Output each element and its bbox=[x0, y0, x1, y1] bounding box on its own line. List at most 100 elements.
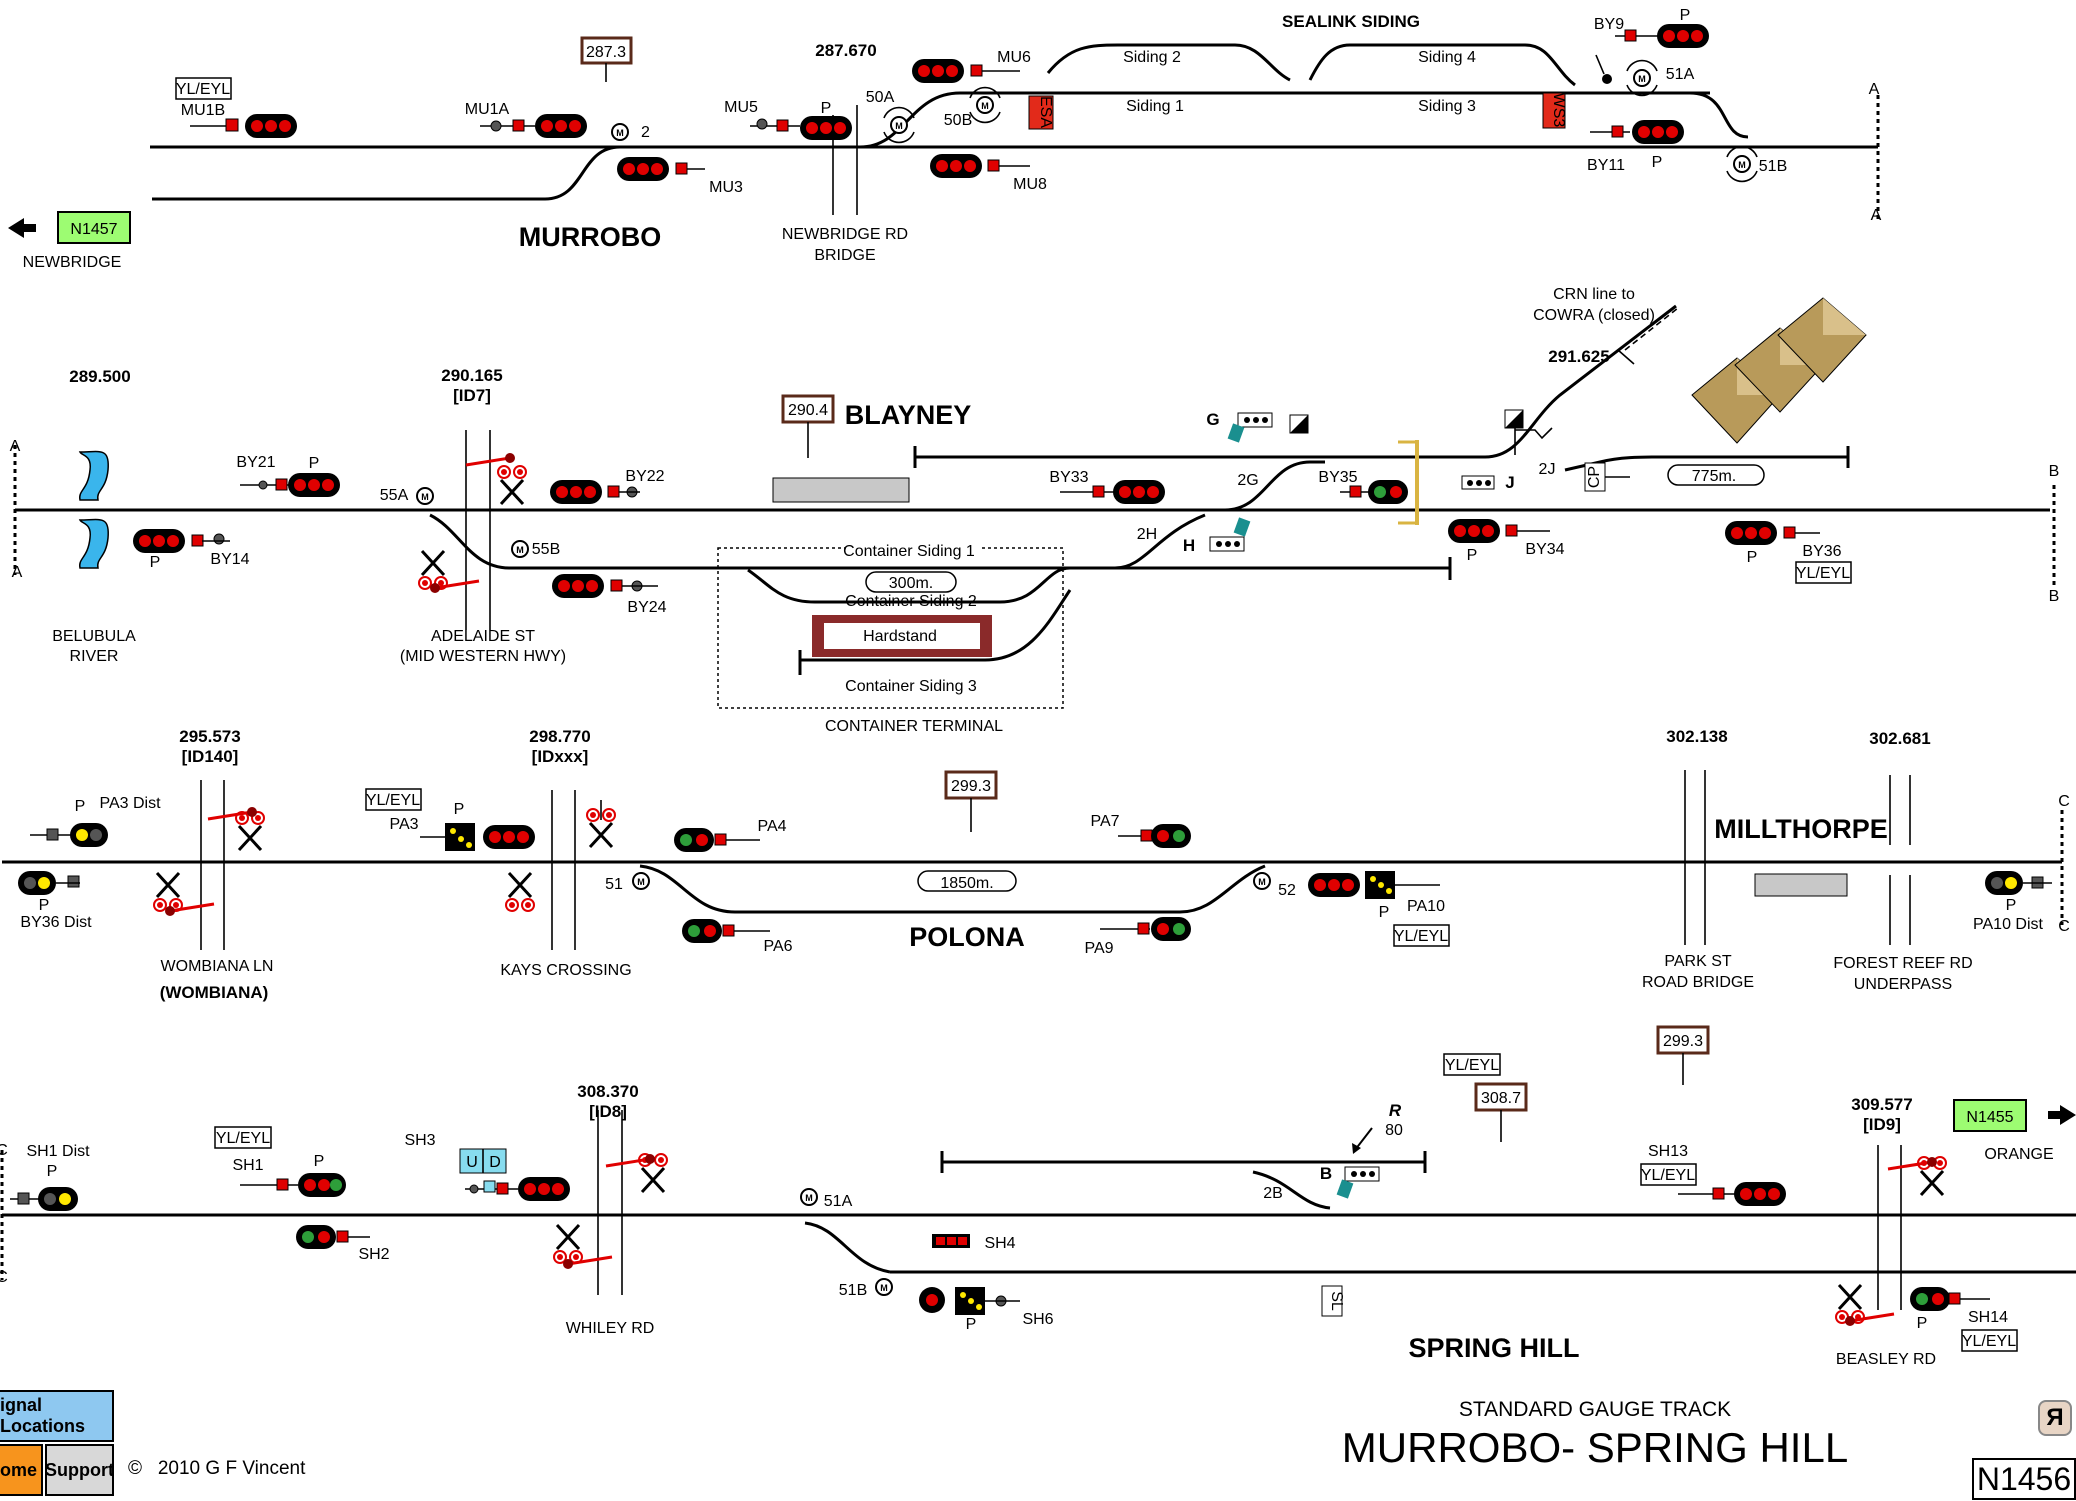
signal-pa7 bbox=[1118, 824, 1191, 848]
river-label-2: RIVER bbox=[70, 648, 119, 665]
signal-locations-button[interactable]: ignal Locations bbox=[0, 1390, 114, 1442]
points-motor-55a bbox=[416, 487, 434, 505]
prev-sheet[interactable]: N1457 bbox=[70, 221, 117, 238]
section-spring-hill: 308.370 [ID8] 308.7 299.3 YL/EYL 309.577… bbox=[0, 1025, 2076, 1368]
label-sh1dist: SH1 Dist bbox=[26, 1143, 90, 1160]
tag-308: YL/EYL bbox=[1445, 1057, 1499, 1074]
left-arrow-icon[interactable] bbox=[8, 218, 36, 238]
park-label-1: PARK ST bbox=[1664, 953, 1732, 970]
wombiana-label-2: (WOMBIANA) bbox=[160, 983, 269, 1002]
pa3-tag: YL/EYL bbox=[366, 792, 420, 809]
label-point-2: 2 bbox=[641, 124, 650, 141]
next-sheet-n1455[interactable]: N1455 bbox=[1966, 1109, 2013, 1126]
whiley-rd: WHILEY RD bbox=[566, 1320, 655, 1337]
sheet-n1456-button[interactable]: N1456 bbox=[1972, 1458, 2076, 1500]
right-arrow-icon[interactable] bbox=[2048, 1105, 2076, 1125]
label-by9-p: P bbox=[1680, 7, 1691, 24]
label-by11: BY11 bbox=[1587, 157, 1625, 174]
forest-label-2: UNDERPASS bbox=[1854, 976, 1952, 993]
points-motor-55b bbox=[511, 540, 529, 558]
label-pa4: PA4 bbox=[757, 818, 786, 835]
km-295-573: 295.573 bbox=[179, 727, 240, 746]
label-sh1dist-p: P bbox=[47, 1163, 58, 1180]
platform-millthorpe bbox=[1754, 873, 1848, 897]
support-label: Support bbox=[45, 1459, 114, 1480]
label-by24: BY24 bbox=[627, 599, 666, 616]
title-sub: STANDARD GAUGE TRACK bbox=[1459, 1398, 1731, 1421]
label-mu1b: MU1B bbox=[181, 102, 225, 119]
wombiana-label-1: WOMBIANA LN bbox=[161, 958, 274, 975]
end-a-top-2: A bbox=[10, 438, 21, 455]
next-sheet-box[interactable] bbox=[1953, 1099, 2027, 1132]
end-c-top-2: C bbox=[0, 1142, 8, 1159]
signal-pa6 bbox=[682, 919, 770, 943]
label-51a: 51A bbox=[1666, 66, 1695, 83]
reverse-direction-icon[interactable]: Я bbox=[2038, 1400, 2072, 1436]
bridge-label-2: BRIDGE bbox=[814, 247, 875, 264]
id8: [ID8] bbox=[589, 1102, 627, 1121]
pa10-tag: YL/EYL bbox=[1394, 928, 1448, 945]
end-a-bottom: A bbox=[1871, 207, 1882, 224]
id9: [ID9] bbox=[1863, 1115, 1901, 1134]
end-c-top: C bbox=[2058, 793, 2070, 810]
km-308-7: 308.7 bbox=[1481, 1090, 1521, 1107]
ground-frame-b bbox=[1336, 1166, 1380, 1199]
label-pa9: PA9 bbox=[1084, 940, 1113, 957]
len-775: 775m. bbox=[1692, 468, 1736, 485]
end-c-bottom-2: C bbox=[0, 1269, 8, 1286]
level-crossing-beasley-upper bbox=[1886, 1155, 1948, 1197]
signal-mu1b bbox=[190, 114, 297, 138]
siding-title: SEALINK SIDING bbox=[1282, 12, 1420, 31]
label-pa10: PA10 bbox=[1407, 898, 1445, 915]
prev-sheet-box[interactable] bbox=[57, 211, 131, 244]
level-crossing-wombiana-upper bbox=[206, 805, 266, 852]
container-len-300: 300m. bbox=[889, 575, 933, 592]
signal-by9 bbox=[1615, 24, 1709, 48]
label-52: 52 bbox=[1278, 882, 1296, 899]
label-by36-p: P bbox=[1747, 549, 1758, 566]
label-by36: BY36 bbox=[1802, 543, 1841, 560]
label-sh14-p: P bbox=[1917, 1315, 1928, 1332]
crossing-gate bbox=[1415, 440, 1419, 525]
points-motor-2 bbox=[611, 123, 629, 141]
label-mu6: MU6 bbox=[997, 49, 1031, 66]
derail-dot bbox=[1602, 74, 1612, 84]
label-by34: BY34 bbox=[1525, 541, 1564, 558]
label-sh13: SH13 bbox=[1648, 1143, 1688, 1160]
signal-locations-label: ignal Locations bbox=[0, 1395, 86, 1436]
signal-sh14 bbox=[1910, 1287, 1990, 1311]
label-2j: 2J bbox=[1539, 461, 1556, 478]
signal-pa9 bbox=[1100, 917, 1191, 941]
home-label: ome bbox=[0, 1459, 37, 1480]
signal-by11 bbox=[1590, 120, 1684, 144]
label-b: B bbox=[1320, 1164, 1332, 1183]
label-51: 51 bbox=[605, 876, 623, 893]
end-b-top: B bbox=[2049, 463, 2060, 480]
label-by33: BY33 bbox=[1049, 469, 1088, 486]
label-by35: BY35 bbox=[1318, 469, 1357, 486]
sh13-tag: YL/EYL bbox=[1641, 1167, 1695, 1184]
siding-1-label: Siding 1 bbox=[1126, 98, 1184, 115]
signal-pa3 bbox=[420, 823, 535, 851]
bridge-label-1: NEWBRIDGE RD bbox=[782, 226, 908, 243]
signal-by33 bbox=[1060, 480, 1165, 504]
support-button[interactable]: Support bbox=[45, 1444, 114, 1496]
level-crossing-whiley-upper bbox=[604, 1152, 669, 1194]
home-button[interactable]: ome bbox=[0, 1444, 43, 1496]
section-blayney: 289.500 290.165 [ID7] 290.4 BLAYNEY 291.… bbox=[10, 286, 2060, 735]
label-h: H bbox=[1183, 536, 1195, 555]
label-51b: 51B bbox=[1759, 158, 1787, 175]
signal-by14 bbox=[133, 529, 230, 553]
ground-frame-h bbox=[1209, 517, 1251, 552]
label-by36dist: BY36 Dist bbox=[20, 914, 92, 931]
signal-pa10 bbox=[1308, 871, 1440, 899]
container-siding-1: Container Siding 1 bbox=[843, 543, 975, 560]
end-a-top: A bbox=[1869, 81, 1880, 98]
station-blayney: BLAYNEY bbox=[845, 400, 972, 430]
label-by36dist-p: P bbox=[39, 897, 50, 914]
sl-board bbox=[1321, 1285, 1343, 1317]
platform-blayney bbox=[772, 477, 910, 503]
ground-frame-j bbox=[1461, 475, 1495, 490]
copyright: © 2010 G F Vincent bbox=[128, 1458, 305, 1480]
label-j: J bbox=[1505, 473, 1514, 492]
